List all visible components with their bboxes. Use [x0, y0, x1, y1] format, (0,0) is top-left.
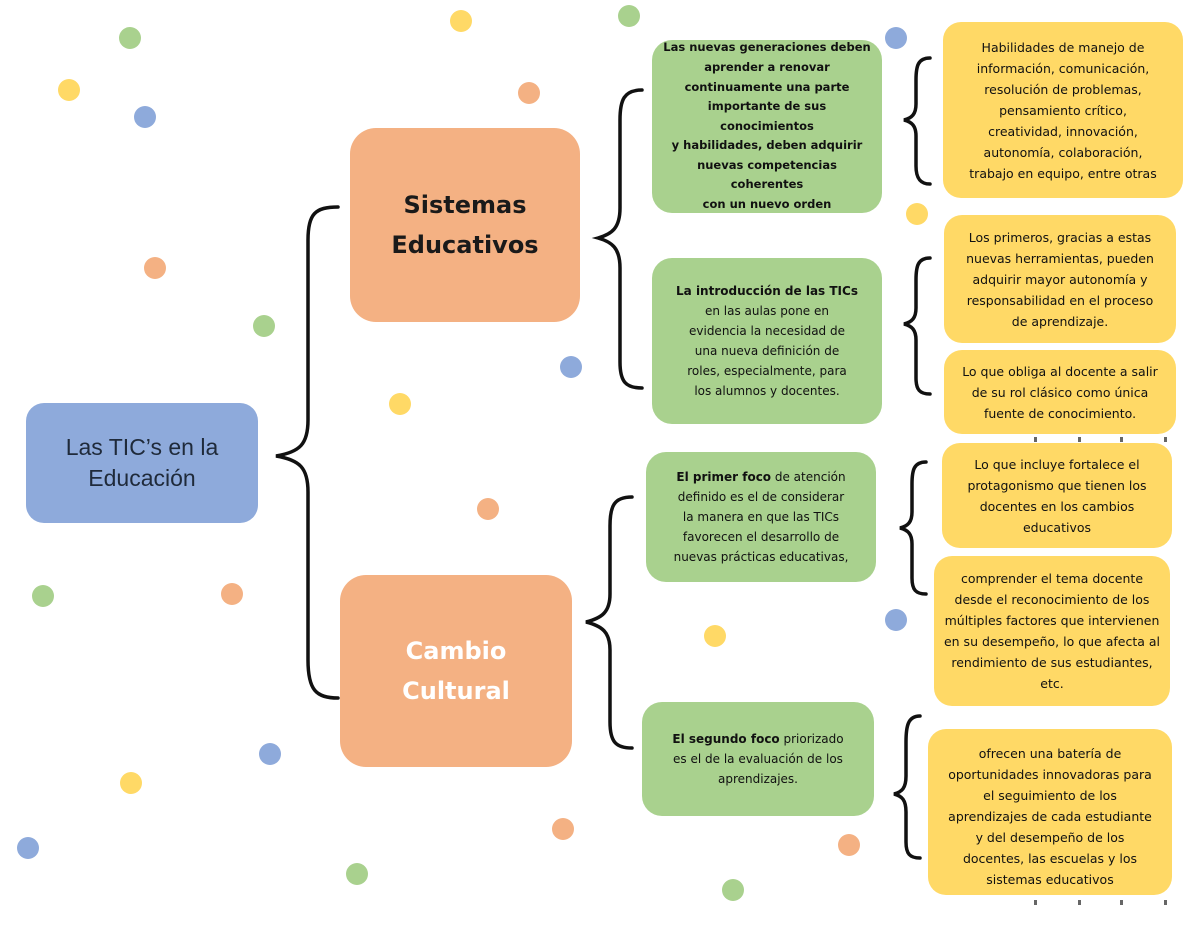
bracket-root [275, 205, 340, 700]
detail-text: Lo que obliga al docente a salir de su r… [962, 363, 1158, 421]
branch-label: Cambio Cultural [402, 637, 510, 705]
bracket-sistemas [591, 88, 644, 390]
branch-cambio-cultural: Cambio Cultural [340, 575, 572, 767]
root-node: Las TIC’s en la Educación [26, 403, 258, 523]
decorative-dot [704, 625, 726, 647]
decorative-dot [838, 834, 860, 856]
selection-handle [1164, 900, 1167, 905]
detail-text: comprender el tema docente desde el reco… [943, 571, 1161, 691]
decorative-dot [552, 818, 574, 840]
decorative-dot [906, 203, 928, 225]
detail-text: Habilidades de manejo de información, co… [969, 39, 1157, 181]
bracket-detail-4 [893, 714, 922, 860]
idea-bold: La introducción de las TICs [676, 284, 858, 298]
decorative-dot [450, 10, 472, 32]
decorative-dot [17, 837, 39, 859]
decorative-dot [618, 5, 640, 27]
detail-box-5: comprender el tema docente desde el reco… [934, 556, 1170, 706]
bracket-detail-2 [903, 256, 932, 396]
detail-box-6: ofrecen una batería de oportunidades inn… [928, 729, 1172, 895]
decorative-dot [32, 585, 54, 607]
decorative-dot [253, 315, 275, 337]
detail-text: ofrecen una batería de oportunidades inn… [948, 746, 1152, 887]
decorative-dot [885, 609, 907, 631]
idea-bold: El primer foco [676, 470, 772, 484]
decorative-dot [221, 583, 243, 605]
selection-handle [1078, 437, 1081, 442]
detail-text: Los primeros, gracias a estas nuevas her… [966, 229, 1154, 329]
detail-box-2: Los primeros, gracias a estas nuevas her… [944, 215, 1176, 343]
selection-handle [1034, 437, 1037, 442]
decorative-dot [134, 106, 156, 128]
decorative-dot [259, 743, 281, 765]
idea-bold: El segundo foco [672, 732, 780, 746]
idea-box-2: La introducción de las TICs en las aulas … [652, 258, 882, 424]
decorative-dot [389, 393, 411, 415]
bracket-detail-3 [899, 460, 928, 596]
decorative-dot [144, 257, 166, 279]
decorative-dot [58, 79, 80, 101]
detail-box-1: Habilidades de manejo de información, co… [943, 22, 1183, 198]
decorative-dot [722, 879, 744, 901]
detail-text: Lo que incluye fortalece el protagonismo… [967, 456, 1147, 535]
idea-text: en las aulas pone en evidencia la necesi… [687, 304, 847, 398]
bracket-cambio [585, 495, 634, 750]
detail-box-3: Lo que obliga al docente a salir de su r… [944, 350, 1176, 434]
decorative-dot [518, 82, 540, 104]
idea-text: Las nuevas generaciones deben aprender a… [663, 40, 871, 212]
decorative-dot [560, 356, 582, 378]
decorative-dot [346, 863, 368, 885]
idea-box-1: Las nuevas generaciones deben aprender a… [652, 40, 882, 213]
selection-handle [1034, 900, 1037, 905]
branch-label: Sistemas Educativos [391, 191, 539, 259]
decorative-dot [119, 27, 141, 49]
idea-text: de atención definido es el de considerar… [673, 470, 849, 564]
selection-handle [1078, 900, 1081, 905]
root-label: Las TIC’s en la Educación [65, 434, 219, 491]
idea-box-3: El primer foco de atención definido es e… [646, 452, 876, 582]
idea-box-4: El segundo foco priorizado es el de la e… [642, 702, 874, 816]
selection-handle [1120, 437, 1123, 442]
detail-box-4: Lo que incluye fortalece el protagonismo… [942, 443, 1172, 548]
decorative-dot [120, 772, 142, 794]
idea-text: priorizado es el de la evaluación de los… [673, 732, 844, 786]
selection-handle [1164, 437, 1167, 442]
selection-handle [1120, 900, 1123, 905]
branch-sistemas-educativos: Sistemas Educativos [350, 128, 580, 322]
decorative-dot [885, 27, 907, 49]
decorative-dot [477, 498, 499, 520]
bracket-detail-1 [903, 56, 932, 186]
